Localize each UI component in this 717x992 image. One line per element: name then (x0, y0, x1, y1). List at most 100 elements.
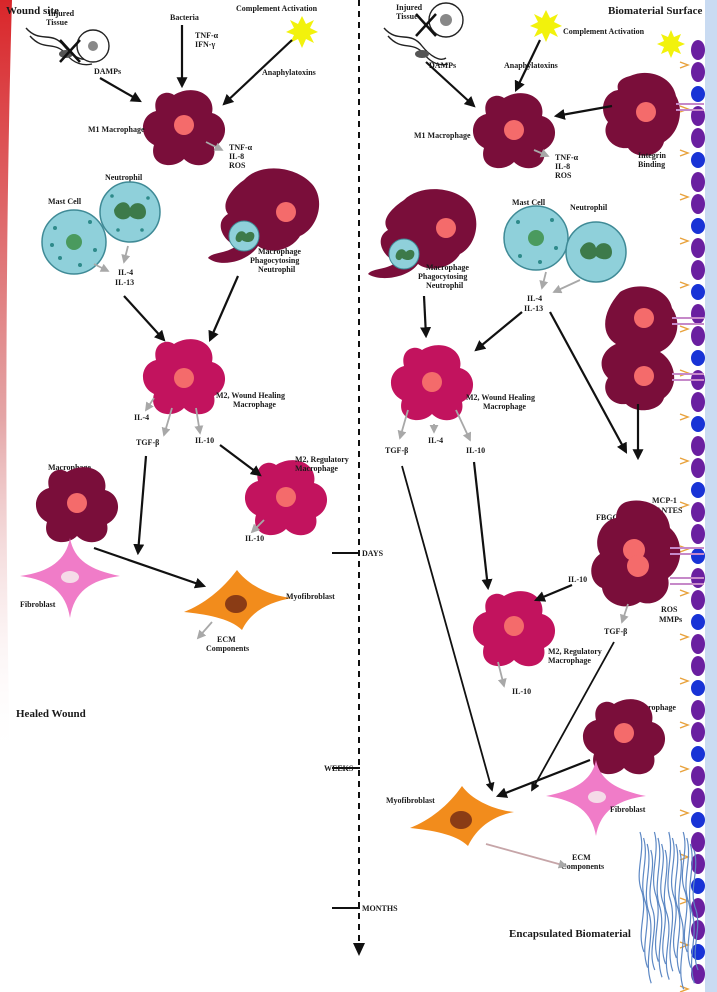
integrin-receptor-icon (679, 413, 690, 421)
bead-blue (691, 350, 705, 366)
bead-purple (691, 436, 705, 456)
bead-blue (691, 86, 705, 102)
right-m2-wh-label-1: M2, Wound Healing (466, 393, 535, 402)
arrow-right-mac-myo (495, 758, 591, 798)
left-m1-out-il8: IL-8 (229, 152, 244, 161)
left-myofibroblast-cell (184, 570, 292, 630)
bead-purple (691, 964, 705, 984)
right-rantes-label: RANTES (650, 506, 683, 515)
arrow-right-fbgc-tgf (620, 603, 629, 624)
right-integrin-macrophage-stack (601, 286, 704, 411)
integrin-receptor-icon (679, 281, 690, 289)
wound-edge-band (0, 0, 12, 760)
left-m1-out-ros: ROS (229, 161, 246, 170)
right-tgf-beta-label: TGF-β (385, 446, 408, 455)
left-complement-star-icon (286, 16, 318, 48)
right-myofibroblast-cell (410, 786, 514, 846)
right-reg-il10-label: IL-10 (512, 687, 531, 696)
integrin-receptor-icon (679, 457, 690, 465)
right-macrophage-cell (582, 699, 666, 775)
arrow-right-mast-il (539, 271, 549, 290)
left-mac-phago-label-3: Neutrophil (258, 265, 296, 274)
arrow-left-m1-outputs (205, 141, 224, 151)
right-complement-star-icon-2 (657, 30, 685, 58)
arrow-right-neut-il (552, 279, 581, 294)
integrin-receptor-icon (679, 325, 690, 333)
right-il10-label: IL-10 (466, 446, 485, 455)
right-damps-label: DAMPs (429, 61, 456, 70)
left-il13-label: IL-13 (115, 278, 134, 287)
heading-biomaterial-surface: Biomaterial Surface (608, 5, 703, 17)
left-complement-activation-label: Complement Activation (236, 4, 318, 13)
right-fbgc-il10-label: IL-10 (568, 575, 587, 584)
left-neutrophil-cell (99, 181, 161, 243)
bead-blue (691, 218, 705, 234)
left-m2-wh-label-2: Macrophage (233, 400, 276, 409)
right-injured-tissue-label-2: Tissue (396, 12, 418, 21)
right-fibroblast-label: Fibroblast (610, 805, 646, 814)
bead-purple (691, 788, 705, 808)
right-fbgc-label: FBGC (596, 513, 618, 522)
right-injured-tissue-icon (383, 2, 464, 66)
left-macrophage-phagocytosing-cell (208, 168, 320, 263)
arrow-right-complement-m1 (514, 39, 541, 92)
left-m2-wound-healing-macrophage (142, 339, 226, 415)
left-injured-tissue-label-2: Tissue (46, 18, 68, 27)
left-fibroblast-label: Fibroblast (20, 600, 56, 609)
left-mast-cell (41, 209, 107, 275)
arrow-right-damps-m1 (425, 61, 476, 108)
collagen-fiber (667, 831, 674, 972)
integrin-receptor-icon (679, 809, 690, 817)
bead-blue (691, 482, 705, 498)
integrin-receptor-icon (679, 765, 690, 773)
integrin-receptor-icon (679, 501, 690, 509)
arrow-right-m2-tgf (397, 409, 409, 440)
right-integrin-macrophage-cell (603, 72, 704, 156)
arrow-right-tgf-myo (401, 465, 495, 792)
arrow-right-m2reg-il10 (497, 661, 507, 688)
left-injured-tissue-label-1: Injured (48, 9, 75, 18)
right-fibroblast-cell (546, 760, 646, 836)
bead-blue (691, 548, 705, 564)
left-ifn-gamma-label: IFN-γ (195, 40, 215, 49)
right-m1-out-tnf: TNF-α (555, 153, 579, 162)
bead-purple (691, 128, 705, 148)
bead-blue (691, 680, 705, 696)
arrow-right-fbgctgf-myo (531, 641, 615, 792)
arrow-right-myo-ecm (485, 843, 568, 869)
arrow-left-damps-m1 (99, 77, 142, 103)
right-m1-macrophage-label: M1 Macrophage (414, 131, 471, 140)
left-bacteria-label: Bacteria (170, 13, 199, 22)
biomaterial-surface (705, 0, 717, 992)
bead-blue (691, 152, 705, 168)
arrow-right-il10-m2reg (472, 461, 493, 591)
heading-healed-wound: Healed Wound (16, 708, 86, 720)
right-complement-activation-label: Complement Activation (563, 27, 645, 36)
right-integrin-label-1: Integrin (638, 151, 667, 160)
right-mast-cell (503, 205, 569, 271)
bead-purple (691, 238, 705, 258)
left-macrophage-label: Macrophage (48, 463, 91, 472)
bead-purple (691, 766, 705, 786)
right-ecm-label-1: ECM (572, 853, 591, 862)
timeline-arrowhead (353, 943, 365, 956)
right-m2-regulatory-macrophage (472, 591, 556, 667)
left-anaphylatoxins-label: Anaphylatoxins (262, 68, 316, 77)
right-mac-phago-label-1: Macrophage (426, 263, 469, 272)
right-myofibroblast-label: Myofibroblast (386, 796, 435, 805)
left-myofibroblast-label: Myofibroblast (286, 592, 335, 601)
right-mac-phago-label-3: Neutrophil (426, 281, 464, 290)
right-fbgc-cell (591, 500, 704, 607)
right-complement-star-icon (530, 10, 562, 42)
arrow-left-complement-m1 (222, 39, 293, 106)
label-days: DAYS (362, 549, 384, 558)
left-mac-phago-label-2: Phagocytosing (250, 256, 299, 265)
arrow-left-m2reg-il10 (250, 519, 265, 534)
bead-purple (691, 590, 705, 610)
right-fbgc-tgf-label: TGF-β (604, 627, 627, 636)
bead-purple (691, 502, 705, 522)
arrow-left-mac-myo (93, 546, 207, 589)
right-m1-out-il8: IL-8 (555, 162, 570, 171)
